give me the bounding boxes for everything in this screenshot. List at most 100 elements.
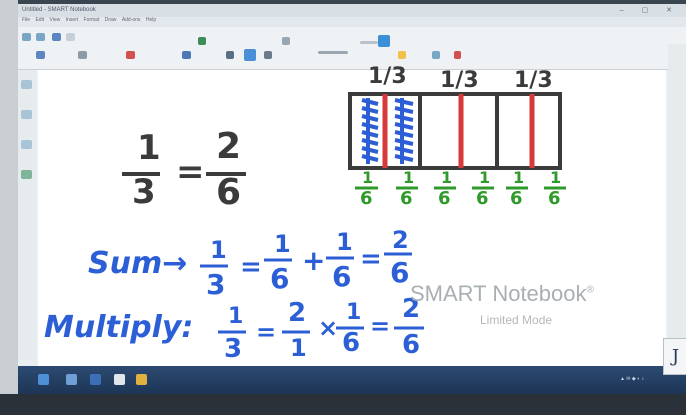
equals-sign: = bbox=[176, 152, 205, 192]
equals-sign: = bbox=[370, 312, 391, 340]
fraction-denominator: 6 bbox=[402, 330, 421, 360]
redo-icon[interactable] bbox=[66, 33, 75, 41]
menu-edit[interactable]: Edit bbox=[35, 17, 45, 23]
window-title: Untitled - SMART Notebook bbox=[22, 7, 96, 13]
fill-icon[interactable] bbox=[378, 35, 390, 47]
fraction-denominator: 6 bbox=[270, 262, 290, 295]
fraction-bar-outline bbox=[348, 92, 562, 170]
sixth-label-den: 6 bbox=[548, 188, 561, 209]
menu-addons[interactable]: Add-ons bbox=[121, 17, 141, 23]
fraction-denominator: 3 bbox=[224, 334, 243, 364]
left-sidebar bbox=[18, 70, 36, 360]
fraction-denominator: 1 bbox=[290, 334, 307, 362]
sixth-label-num: 1 bbox=[441, 168, 453, 187]
sixth-label-num: 1 bbox=[479, 168, 491, 187]
taskbar-app-icon[interactable] bbox=[114, 374, 125, 385]
watermark-trademark: ® bbox=[586, 284, 594, 296]
fraction-numerator: 1 bbox=[346, 300, 362, 325]
back-icon[interactable] bbox=[22, 33, 31, 41]
line-icon[interactable] bbox=[318, 51, 348, 54]
select-icon[interactable] bbox=[198, 37, 206, 45]
top-label-third: 1/3 bbox=[368, 64, 407, 89]
sixth-label-num: 1 bbox=[513, 168, 525, 187]
gallery-icon[interactable] bbox=[21, 110, 32, 119]
color-icon[interactable] bbox=[398, 51, 406, 59]
watermark-title: SMART Notebook bbox=[410, 281, 587, 306]
fraction-numerator: 1 bbox=[274, 230, 291, 258]
side-panel-widget[interactable]: J bbox=[663, 338, 686, 375]
fraction-denominator: 3 bbox=[206, 268, 226, 301]
fraction-numerator: 1 bbox=[137, 128, 161, 168]
properties-icon[interactable] bbox=[432, 51, 440, 59]
delete-icon[interactable] bbox=[126, 51, 135, 59]
taskbar-app-icon[interactable] bbox=[66, 374, 77, 385]
sixth-label-den: 6 bbox=[510, 188, 523, 209]
text-icon[interactable] bbox=[264, 51, 272, 59]
record-icon[interactable] bbox=[454, 51, 461, 59]
fraction-numerator: 1 bbox=[210, 236, 227, 264]
fraction-denominator: 6 bbox=[332, 260, 352, 293]
camera-frame-left bbox=[0, 0, 18, 415]
menu-format[interactable]: Format bbox=[83, 17, 100, 23]
notebook-window: Untitled - SMART Notebook – ▢ ✕ File Edi… bbox=[18, 4, 686, 394]
start-icon[interactable] bbox=[38, 374, 49, 385]
save-icon[interactable] bbox=[78, 51, 87, 59]
menu-insert[interactable]: Insert bbox=[65, 17, 79, 23]
top-label-third: 1/3 bbox=[440, 68, 479, 93]
system-tray[interactable]: ▲ ✉ ◆ ◐ ♪ bbox=[619, 376, 644, 382]
new-page-icon[interactable] bbox=[36, 51, 45, 59]
sixth-label-den: 6 bbox=[400, 188, 413, 209]
sixth-label-den: 6 bbox=[438, 188, 451, 209]
fraction-denominator: 6 bbox=[216, 172, 242, 213]
menu-file[interactable]: File bbox=[22, 17, 31, 23]
fraction-numerator: 2 bbox=[216, 126, 242, 167]
plus-sign: + bbox=[302, 244, 326, 277]
fraction-numerator: 2 bbox=[288, 298, 307, 328]
watermark-subtitle: Limited Mode bbox=[480, 313, 553, 327]
sum-label: Sum→ bbox=[88, 246, 188, 281]
equals-sign: = bbox=[240, 252, 262, 282]
equals-sign: = bbox=[256, 318, 277, 346]
times-sign: × bbox=[318, 314, 339, 342]
properties-tab-icon[interactable] bbox=[21, 170, 32, 179]
title-bar: Untitled - SMART Notebook – ▢ ✕ bbox=[18, 4, 686, 17]
sixth-label-den: 6 bbox=[476, 188, 489, 209]
toolbar bbox=[18, 27, 686, 70]
taskbar-app-icon[interactable] bbox=[90, 374, 101, 385]
right-sidebar bbox=[668, 44, 686, 360]
fraction-numerator: 1 bbox=[228, 304, 244, 329]
taskbar: ▲ ✉ ◆ ◐ ♪ bbox=[18, 366, 686, 394]
sixth-label-num: 1 bbox=[403, 168, 415, 187]
highlighter-icon[interactable] bbox=[360, 41, 378, 44]
fraction-denominator: 6 bbox=[342, 328, 361, 358]
eraser-icon[interactable] bbox=[282, 37, 290, 45]
fraction-denominator: 3 bbox=[132, 172, 156, 212]
menu-draw[interactable]: Draw bbox=[104, 17, 117, 23]
pen-icon[interactable] bbox=[226, 51, 234, 59]
fraction-numerator: 2 bbox=[392, 226, 409, 254]
taskbar-app-icon[interactable] bbox=[136, 374, 147, 385]
sixth-label-num: 1 bbox=[550, 168, 562, 187]
fraction-numerator: 1 bbox=[336, 228, 353, 256]
menu-view[interactable]: View bbox=[49, 17, 61, 23]
window-controls[interactable]: – ▢ ✕ bbox=[619, 7, 680, 14]
menu-help[interactable]: Help bbox=[145, 17, 157, 23]
equals-sign: = bbox=[360, 244, 382, 274]
sixth-label-den: 6 bbox=[360, 188, 373, 209]
smart-notebook-watermark: SMART Notebook® bbox=[410, 281, 660, 307]
table-icon[interactable] bbox=[182, 51, 191, 59]
top-label-third: 1/3 bbox=[514, 68, 553, 93]
forward-icon[interactable] bbox=[36, 33, 45, 41]
sixth-label-num: 1 bbox=[362, 168, 374, 187]
shape-icon[interactable] bbox=[244, 49, 256, 61]
undo-icon[interactable] bbox=[52, 33, 61, 41]
multiply-label: Multiply: bbox=[44, 310, 194, 345]
monitor-bezel bbox=[0, 394, 686, 415]
attachments-icon[interactable] bbox=[21, 140, 32, 149]
page-sorter-icon[interactable] bbox=[21, 80, 32, 89]
menu-bar: File Edit View Insert Format Draw Add-on… bbox=[18, 17, 686, 27]
